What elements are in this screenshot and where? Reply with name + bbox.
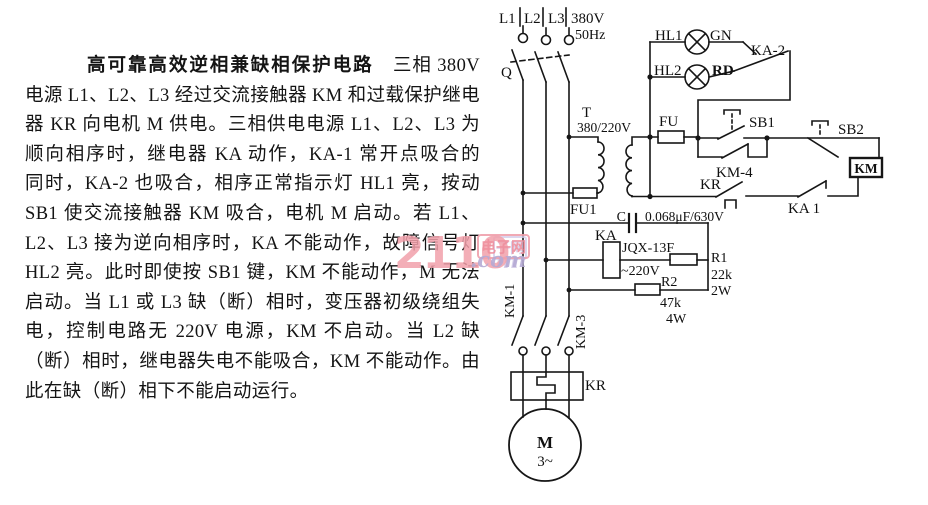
heater-element-icon — [536, 371, 556, 401]
contact-kr-trip-icon — [724, 199, 737, 209]
label-t: T — [582, 105, 591, 121]
label-fu: FU — [659, 114, 678, 130]
contact-ka1-blade — [796, 179, 828, 199]
label-50hz: 50Hz — [575, 28, 605, 43]
label-r2-power: 4W — [666, 312, 687, 327]
label-km1: KM-1 — [503, 284, 518, 318]
paragraph-line: HL2 亮。此时即使按 SB1 键，KM 不能动作，M 无法 — [25, 263, 480, 284]
contact-kr-blade — [714, 180, 744, 199]
button-sb2-blade — [806, 136, 840, 159]
primary-winding — [597, 141, 605, 194]
label-l2: L2 — [524, 11, 541, 27]
label-motor-phase: 3~ — [537, 454, 553, 470]
resistor-r2-icon — [634, 283, 661, 296]
label-r1-power: 2W — [711, 284, 732, 299]
contactor-coil-km: KM — [827, 156, 884, 197]
label-r1-value: 22k — [711, 268, 732, 283]
label-ka: KA — [595, 228, 617, 244]
transformer-t: T 380/220V — [568, 105, 659, 198]
junction-dots — [520, 74, 770, 293]
label-r1: R1 — [711, 251, 727, 266]
paragraph-line: 启动。当 L1 或 L3 缺（断）相时，变压器初级绕组失 — [25, 292, 480, 313]
start-stop-row: SB1 KM-4 SB2 — [697, 109, 880, 181]
label-kr-heater: KR — [585, 378, 606, 394]
supply-separators — [519, 7, 567, 27]
label-relay-voltage: ~220V — [621, 264, 660, 279]
label-t-ratio: 380/220V — [577, 120, 631, 135]
paragraph-line: 电，控制电路无 220V 电源，KM 不启动。当 L2 缺 — [25, 322, 480, 343]
label-km4: KM-4 — [716, 165, 753, 181]
description-paragraph: 高可靠高效逆相兼缺相保护电路 三相 380V 电源 L1、L2、L3 经过交流接… — [25, 52, 480, 407]
phase-sequence-network: C 0.068μF/630V KA JQX-13F ~220V R1 22k 2… — [522, 209, 732, 327]
paragraph-line: SB1 使交流接触器 KM 吸合，电机 M 启动。若 L1、 — [25, 203, 480, 224]
secondary-winding — [625, 144, 633, 197]
fuse-fu1: FU1 — [522, 187, 598, 218]
relay-coil-ka — [602, 241, 621, 279]
label-q: Q — [501, 65, 512, 81]
label-fu1: FU1 — [570, 202, 597, 218]
paragraph-line: L2、L3 接为逆向相序时，KA 不能动作，故障信号灯 — [25, 233, 480, 254]
paragraph-line: 同时，KA-2 也吸合，相序正常指示灯 HL1 亮，按动 — [25, 174, 480, 195]
supply-terminals: L1 L2 L3 380V 50Hz — [499, 11, 605, 43]
km-main-contacts: KM-1 KM-3 — [503, 284, 589, 419]
button-sb1-actuator — [723, 109, 741, 115]
label-r2-value: 47k — [660, 296, 681, 311]
indicator-lamps: HL1 GN HL2 RD KA-2 — [649, 28, 791, 198]
label-l3: L3 — [548, 11, 565, 27]
label-ka1: KA 1 — [788, 201, 820, 217]
fuse-fu: FU — [657, 114, 699, 144]
label-motor-m: M — [537, 433, 553, 452]
label-r2: R2 — [661, 275, 677, 290]
label-rd: RD — [712, 63, 734, 79]
label-km-coil: KM — [854, 161, 878, 176]
label-sb2: SB2 — [838, 122, 864, 138]
thermal-relay-kr: KR — [510, 371, 606, 401]
label-hl1: HL1 — [655, 28, 683, 44]
button-sb1-blade — [716, 124, 746, 141]
label-sb1: SB1 — [749, 115, 775, 131]
bottom-contacts: KA 1 KR — [700, 177, 828, 217]
paragraph-line: 电源 L1、L2、L3 经过交流接触器 KM 和过载保护继电 — [25, 85, 480, 106]
contact-km4-blade — [720, 142, 750, 160]
paragraph-line: 器 KR 向电机 M 供电。三相供电电源 L1、L2、L3 为 — [25, 115, 480, 136]
paragraph-line: 高可靠高效逆相兼缺相保护电路 三相 380V — [25, 52, 480, 82]
label-gn: GN — [710, 28, 732, 44]
label-relay-model: JQX-13F — [622, 241, 674, 256]
label-km3: KM-3 — [574, 315, 589, 349]
phase-lines — [522, 79, 570, 317]
label-kr-contact: KR — [700, 177, 721, 193]
label-ka2: KA-2 — [751, 43, 785, 59]
disconnect-switch-q: Q — [501, 25, 575, 84]
paragraph-text: 三相 380V — [373, 56, 480, 76]
motor-m: M 3~ — [508, 408, 582, 482]
label-cap: C — [617, 210, 626, 225]
label-l1: L1 — [499, 11, 516, 27]
label-cap-value: 0.068μF/630V — [645, 209, 724, 224]
paragraph-line: 顺向相序时，继电器 KA 动作，KA-1 常开点吸合的 — [25, 144, 480, 165]
label-380v: 380V — [571, 11, 605, 27]
label-hl2: HL2 — [654, 63, 682, 79]
paragraph-line: （断）相时，继电器失电不能吸合，KM 不能动作。由 — [25, 351, 480, 372]
contact-ka2-blade — [732, 49, 790, 73]
article-title: 高可靠高效逆相兼缺相保护电路 — [87, 56, 374, 76]
button-sb2-actuator — [811, 120, 829, 126]
paragraph-line: 此在缺（断）相下不能启动运行。 — [25, 381, 309, 402]
